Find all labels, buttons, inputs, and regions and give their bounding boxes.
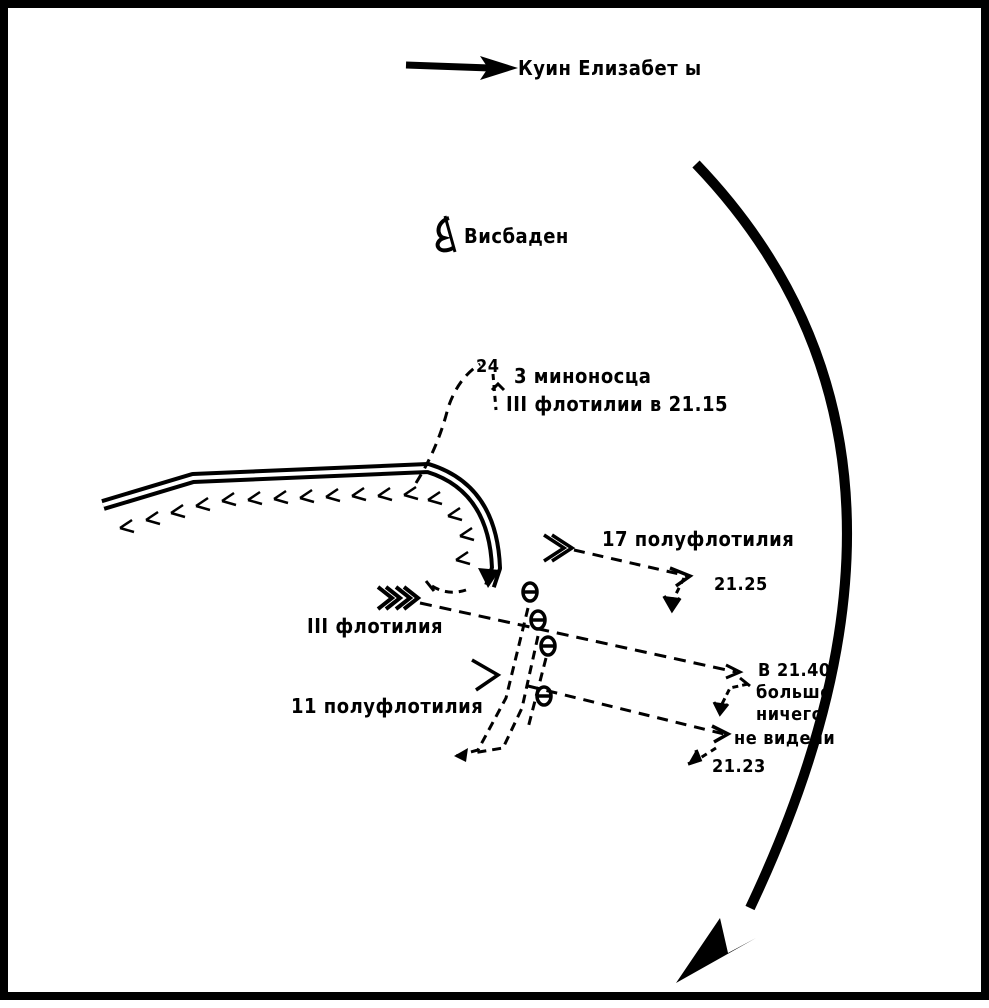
- flotilla-3-label: III флотилия: [307, 614, 444, 638]
- three-destroyers-track: [414, 362, 506, 484]
- wiesbaden-ship-icon: [435, 215, 457, 253]
- b2140-arrows: [712, 676, 751, 717]
- flotilla-3-course: [419, 580, 744, 680]
- nothing-seen-label-line2: больше: [756, 682, 832, 703]
- marker-24-label: 24: [476, 356, 500, 377]
- half-flotilla-11-course: [471, 658, 732, 766]
- british-destroyer-tracks: [455, 607, 548, 758]
- nothing-seen-label-line1: В 21.40: [758, 660, 831, 681]
- half-flotilla-11-label: 11 полуфлотилия: [291, 694, 484, 718]
- nothing-seen-label-line3: ничего: [756, 704, 824, 725]
- time-2123-label: 21.23: [712, 756, 766, 777]
- three-destroyers-label-line2: III флотилии в 21.15: [506, 392, 728, 416]
- british-destroyer-icons: [521, 581, 557, 707]
- wiesbaden-label: Висбаден: [464, 224, 569, 248]
- flotilla-3-chevrons: [376, 585, 422, 611]
- time-2125-label: 21.25: [714, 574, 768, 595]
- destroyer-track-arrow: [454, 748, 468, 762]
- queen-elizabeth-arrow: [405, 56, 518, 80]
- british-fleet-arc: [676, 160, 852, 983]
- battle-diagram: [101, 56, 852, 983]
- half-flotilla-17-course: [543, 533, 694, 614]
- fleet-wake-arrows: [119, 485, 475, 566]
- half-flotilla-17-label: 17 полуфлотилия: [602, 527, 795, 551]
- queen-elizabeth-label: Куин Елизабет ы: [518, 56, 702, 80]
- nothing-seen-label-line4: не видели: [734, 728, 836, 749]
- german-fleet-track: [101, 462, 502, 588]
- three-destroyers-label-line1: 3 миноносца: [514, 364, 652, 388]
